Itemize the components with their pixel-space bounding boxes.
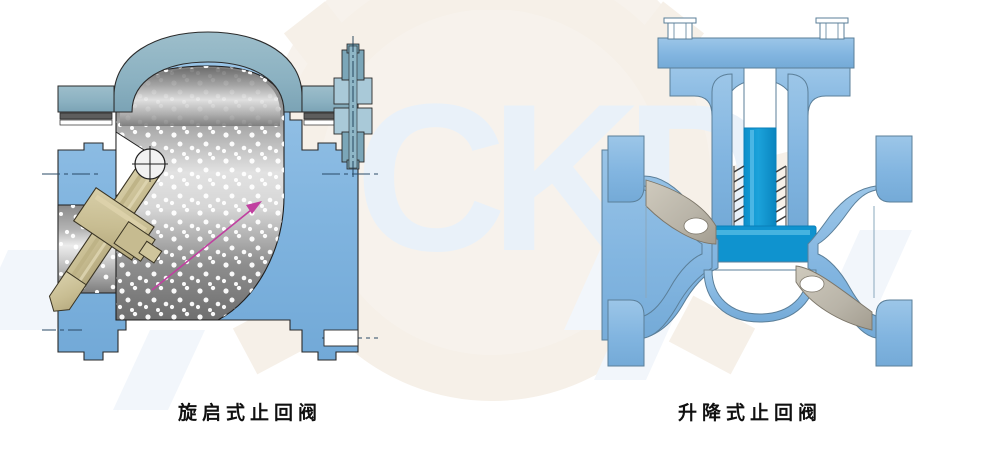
lift-check-valve-figure (601, 17, 913, 367)
internal-rib-upper (645, 179, 717, 245)
swing-disc-arm (48, 155, 164, 312)
bonnet-side-bolt (333, 36, 373, 178)
lift-disc (703, 225, 817, 263)
bonnet-neck (669, 67, 851, 227)
outlet-flange-detail (323, 329, 359, 347)
swing-check-valve-figure (42, 31, 378, 361)
return-spring-left (733, 165, 745, 228)
bore-separator-lines (645, 206, 875, 298)
lift-check-valve-caption: 升降式止回阀 (677, 402, 822, 424)
guide-stem (743, 67, 777, 229)
internal-rib-lower (795, 265, 873, 331)
bonnet-bolt-left (663, 17, 697, 40)
valve-body (601, 135, 913, 367)
hinge-pin (132, 146, 168, 182)
flat-bonnet-cover (657, 37, 855, 69)
swing-check-valve-caption: 旋启式止回阀 (177, 402, 322, 424)
return-spring-right (775, 165, 787, 228)
flow-direction-arrow (151, 201, 262, 291)
valve-seat (709, 261, 811, 271)
bonnet-bolt-right (815, 17, 849, 40)
